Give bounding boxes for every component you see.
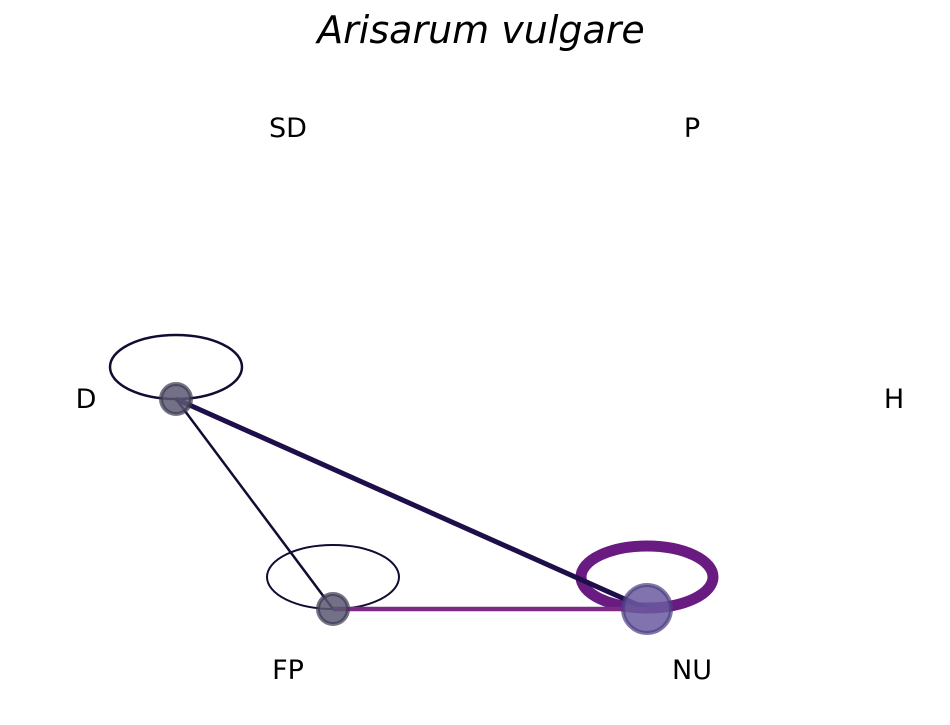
node-label-nu: NU bbox=[672, 655, 712, 686]
node-nu bbox=[621, 583, 673, 635]
node-label-p: P bbox=[684, 113, 700, 144]
node-label-sd: SD bbox=[269, 113, 307, 144]
node-d bbox=[159, 382, 193, 416]
node-label-h: H bbox=[884, 384, 904, 415]
edge-d-fp bbox=[174, 398, 335, 610]
node-fp bbox=[316, 592, 350, 626]
edge-d-nu bbox=[174, 396, 649, 612]
node-label-fp: FP bbox=[272, 655, 304, 686]
node-label-d: D bbox=[76, 384, 97, 415]
diagram-title: Arisarum vulgare bbox=[314, 8, 645, 52]
